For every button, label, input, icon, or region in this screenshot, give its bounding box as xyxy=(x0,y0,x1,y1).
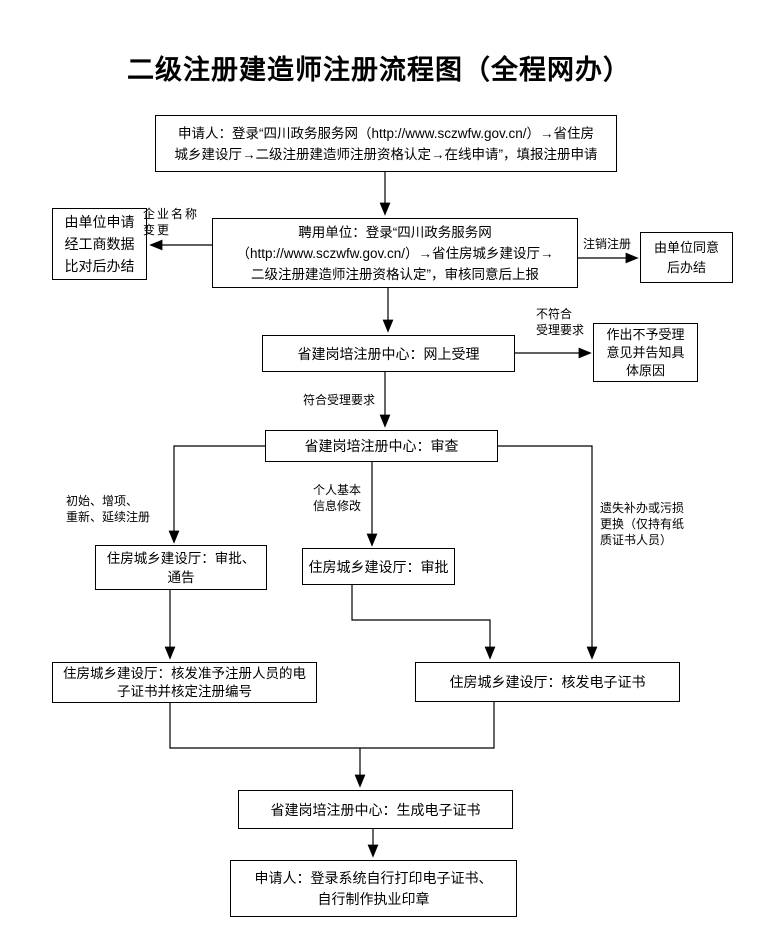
box-online-acceptance: 省建岗培注册中心：网上受理 xyxy=(262,335,515,372)
label-cancel-registration: 注销注册 xyxy=(583,237,632,251)
label-meet-requirements: 符合受理要求 xyxy=(303,393,376,407)
box-unit-apply-close: 由单位申请 经工商数据 比对后办结 xyxy=(52,208,147,280)
label-lost-replacement: 遗失补办或污损 更换（仅持有纸 质证书人员） xyxy=(600,501,685,547)
label-registration-types: 初始、增项、 重新、延续注册 xyxy=(66,494,151,524)
box-issue-ecert-number: 住房城乡建设厅：核发准予注册人员的电 子证书并核定注册编号 xyxy=(52,662,317,703)
merge-line-issue-boxes xyxy=(169,702,495,749)
box-applicant-login: 申请人：登录“四川政务服务网（http://www.sczwfw.gov.cn/… xyxy=(155,115,617,172)
box-review: 省建岗培注册中心：审查 xyxy=(265,430,498,462)
label-enterprise-name-change: 企业名称 变更 xyxy=(143,207,200,237)
arrow-review-to-approve-announce xyxy=(168,445,265,544)
box-unit-agree-close: 由单位同意 后办结 xyxy=(640,232,733,283)
label-not-meet-requirements: 不符合 受理要求 xyxy=(536,307,585,337)
box-print-seal: 申请人：登录系统自行打印电子证书、 自行制作执业印章 xyxy=(230,860,517,917)
arrow-review-to-issue-ecert xyxy=(498,445,598,660)
box-employer-report: 聘用单位：登录“四川政务服务网 （http://www.sczwfw.gov.c… xyxy=(212,218,578,288)
arrow-approve-to-issue-ecert xyxy=(351,585,496,660)
box-generate-ecert: 省建岗培注册中心：生成电子证书 xyxy=(238,790,513,829)
label-personal-info-change: 个人基本 信息修改 xyxy=(313,483,362,513)
box-approve: 住房城乡建设厅：审批 xyxy=(302,548,455,585)
page-title: 二级注册建造师注册流程图（全程网办） xyxy=(127,55,631,85)
box-issue-ecert: 住房城乡建设厅：核发电子证书 xyxy=(415,662,680,702)
box-reject-notice: 作出不予受理 意见并告知具 体原因 xyxy=(593,323,698,382)
box-approve-announce: 住房城乡建设厅：审批、 通告 xyxy=(95,545,267,590)
